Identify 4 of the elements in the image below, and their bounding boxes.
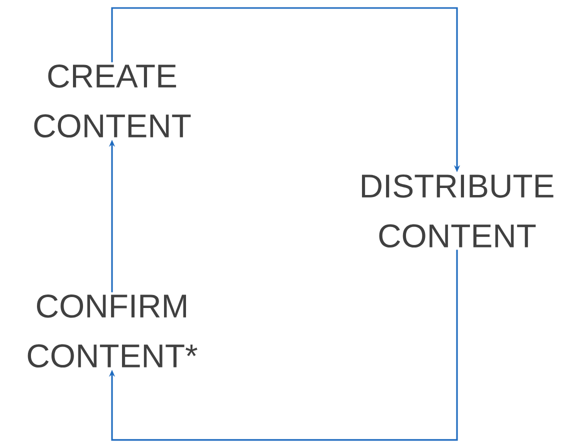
text-label: DISTRIBUTE CONTENT bbox=[362, 174, 554, 248]
text-label: CONFIRM CONTENT* bbox=[28, 294, 198, 368]
text-label: CREATE CONTENT bbox=[34, 64, 191, 138]
arrow bbox=[108, 250, 458, 441]
